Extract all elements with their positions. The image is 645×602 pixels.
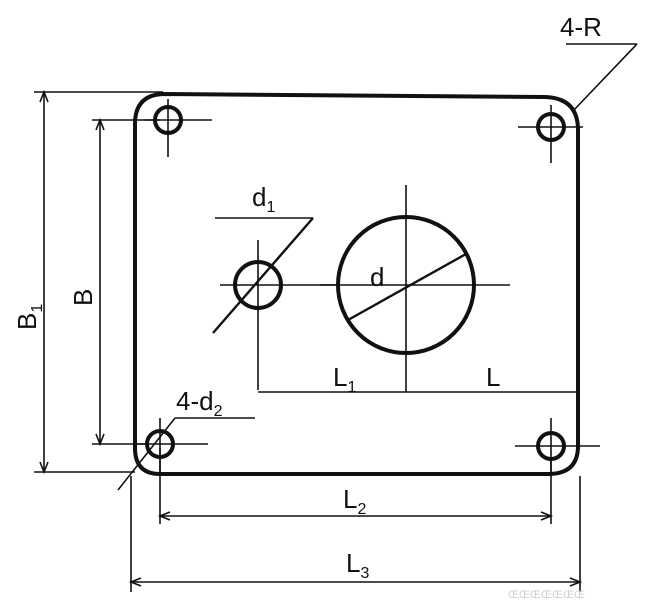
label-L: L xyxy=(486,362,500,392)
label-B1: B1 xyxy=(12,304,46,330)
small-hole-d1 xyxy=(212,217,340,390)
corner-hole-top-right xyxy=(518,105,583,163)
leader-4-R xyxy=(566,43,638,113)
corner-hole-bottom-left xyxy=(137,418,208,472)
label-L3: L3 xyxy=(346,548,369,582)
dim-B1 xyxy=(34,89,163,475)
corner-hole-bottom-right xyxy=(515,418,600,472)
label-4-R: 4-R xyxy=(560,12,602,42)
dim-L2 xyxy=(157,448,554,524)
label-d: d xyxy=(370,262,384,292)
leader-4-d2 xyxy=(117,417,255,491)
label-L1: L1 xyxy=(333,362,356,396)
corner-hole-top-left xyxy=(145,99,212,157)
dim-B xyxy=(92,117,160,447)
label-B: B xyxy=(68,289,98,306)
label-d1: d1 xyxy=(252,182,275,216)
label-L2: L2 xyxy=(343,484,366,518)
label-4-d2: 4-d2 xyxy=(176,386,223,420)
plate-outline xyxy=(133,91,580,476)
center-hole-d xyxy=(320,185,510,392)
dim-L3 xyxy=(128,476,583,592)
watermark: ŒŒŒŒŒŒŒ xyxy=(508,589,585,601)
